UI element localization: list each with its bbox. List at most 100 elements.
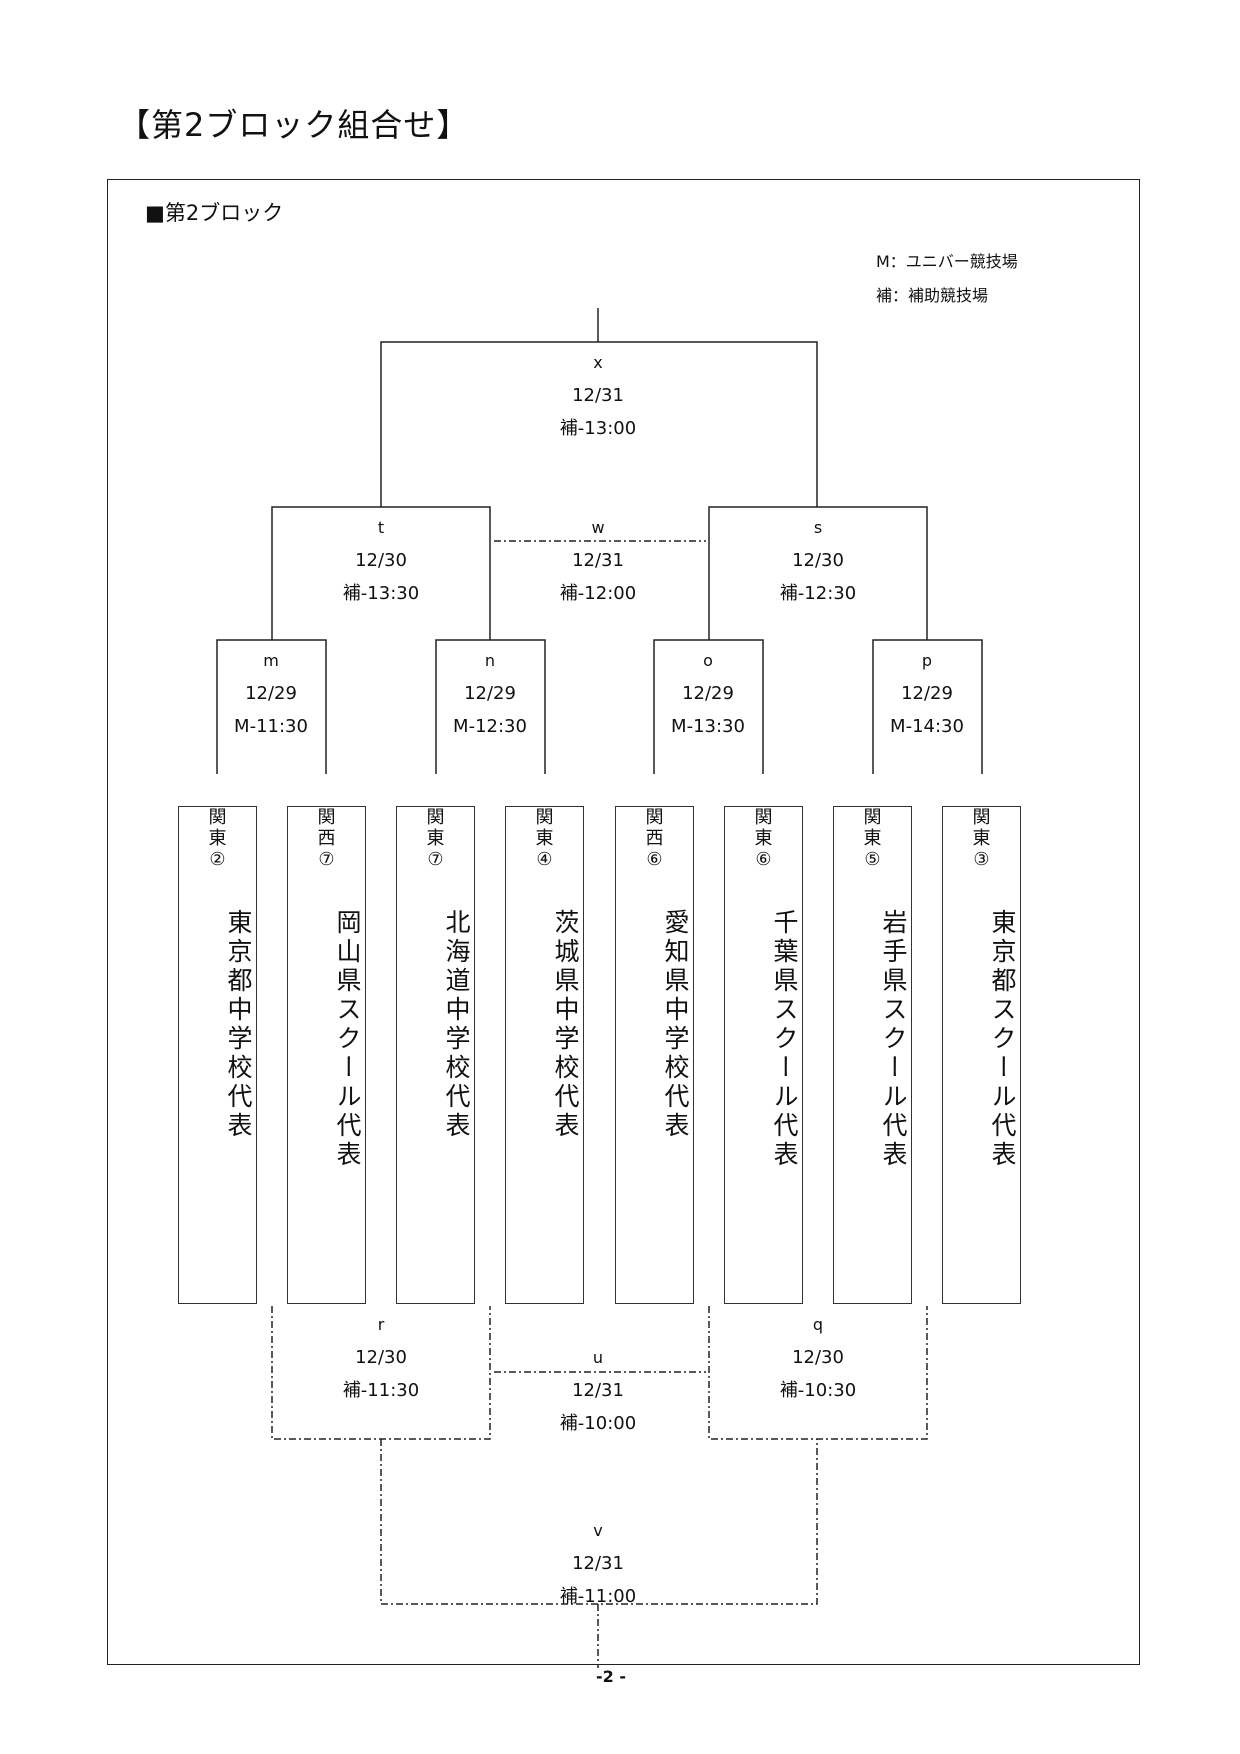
seed-char: ⑦ — [318, 849, 335, 870]
match-time: 補-13:30 — [342, 583, 420, 604]
match-time: M-11:30 — [234, 716, 308, 737]
match-code: s — [813, 518, 823, 537]
seed-char: ③ — [973, 849, 990, 870]
team-name: 東京都スクール代表 — [988, 909, 1017, 1170]
match-code: u — [592, 1348, 604, 1367]
match-u: u 12/31 補-10:00 — [528, 1341, 668, 1440]
bracket-frame — [107, 179, 1140, 1665]
match-code: r — [377, 1315, 385, 1334]
match-q: q 12/30 補-10:30 — [748, 1308, 888, 1407]
match-date: 12/31 — [572, 385, 624, 406]
match-code: n — [484, 651, 496, 670]
seed-char: 関 — [645, 807, 664, 828]
seed-char: 西 — [645, 828, 664, 849]
seed-char: 東 — [972, 828, 991, 849]
match-date: 12/31 — [572, 1380, 624, 1401]
seed-char: 西 — [317, 828, 336, 849]
team-name: 岩手県スクール代表 — [879, 909, 908, 1170]
match-time: M-14:30 — [890, 716, 964, 737]
match-code: p — [921, 651, 933, 670]
seed-char: ④ — [536, 849, 553, 870]
line-match-p — [872, 639, 983, 774]
match-date: 12/29 — [245, 683, 297, 704]
page-number: -2 - — [596, 1667, 626, 1686]
block-label: ■第2ブロック — [145, 201, 284, 225]
match-date: 12/30 — [355, 1347, 407, 1368]
match-date: 12/30 — [792, 1347, 844, 1368]
match-o: o 12/29 M-13:30 — [638, 644, 778, 743]
match-x: x 12/31 補-13:00 — [528, 346, 668, 445]
seed-char: 関 — [208, 807, 227, 828]
match-time: 補-12:00 — [559, 583, 637, 604]
match-m: m 12/29 M-11:30 — [201, 644, 341, 743]
line-match-s — [708, 506, 928, 640]
page-title: 【第2ブロック組合せ】 — [118, 106, 470, 144]
team-name: 千葉県スクール代表 — [770, 909, 799, 1170]
match-date: 12/30 — [355, 550, 407, 571]
seed-char: 関 — [972, 807, 991, 828]
team-name: 茨城県中学校代表 — [551, 909, 580, 1141]
match-code: x — [593, 353, 603, 372]
match-date: 12/29 — [682, 683, 734, 704]
match-code: w — [591, 518, 605, 537]
line-match-m — [216, 639, 327, 774]
seed-char: 東 — [535, 828, 554, 849]
match-time: 補-10:00 — [559, 1413, 637, 1434]
team-name: 愛知県中学校代表 — [661, 909, 690, 1141]
match-r: r 12/30 補-11:30 — [311, 1308, 451, 1407]
match-n: n 12/29 M-12:30 — [420, 644, 560, 743]
match-date: 12/29 — [464, 683, 516, 704]
match-code: t — [377, 518, 385, 537]
line-match-o — [653, 639, 764, 774]
match-time: 補-11:00 — [559, 1586, 637, 1607]
seed-char: 東 — [426, 828, 445, 849]
seed-char: 東 — [754, 828, 773, 849]
seed-char: 関 — [535, 807, 554, 828]
legend-venue-m: M：ユニバー競技場 — [876, 252, 1018, 271]
match-code: o — [703, 651, 713, 670]
line-match-q — [708, 1306, 928, 1440]
seed-char: 東 — [208, 828, 227, 849]
line-match-n — [435, 639, 546, 774]
seed-char: ⑦ — [427, 849, 444, 870]
seed-char: 関 — [863, 807, 882, 828]
match-v: v 12/31 補-11:00 — [528, 1514, 668, 1613]
match-t: t 12/30 補-13:30 — [311, 511, 451, 610]
match-p: p 12/29 M-14:30 — [857, 644, 997, 743]
match-s: s 12/30 補-12:30 — [748, 511, 888, 610]
line-match-t — [271, 506, 491, 640]
team-name: 東京都中学校代表 — [224, 909, 253, 1141]
match-time: 補-10:30 — [779, 1380, 857, 1401]
match-date: 12/30 — [792, 550, 844, 571]
seed-char: 関 — [317, 807, 336, 828]
match-date: 12/31 — [572, 1553, 624, 1574]
team-name: 岡山県スクール代表 — [333, 909, 362, 1170]
seed-char: ② — [209, 849, 226, 870]
match-code: q — [812, 1315, 824, 1334]
match-w: w 12/31 補-12:00 — [528, 511, 668, 610]
match-time: M-12:30 — [453, 716, 527, 737]
match-time: 補-12:30 — [779, 583, 857, 604]
match-time: 補-13:00 — [559, 418, 637, 439]
team-name: 北海道中学校代表 — [442, 909, 471, 1141]
match-code: v — [593, 1521, 603, 1540]
match-time: 補-11:30 — [342, 1380, 420, 1401]
seed-char: ⑥ — [755, 849, 772, 870]
